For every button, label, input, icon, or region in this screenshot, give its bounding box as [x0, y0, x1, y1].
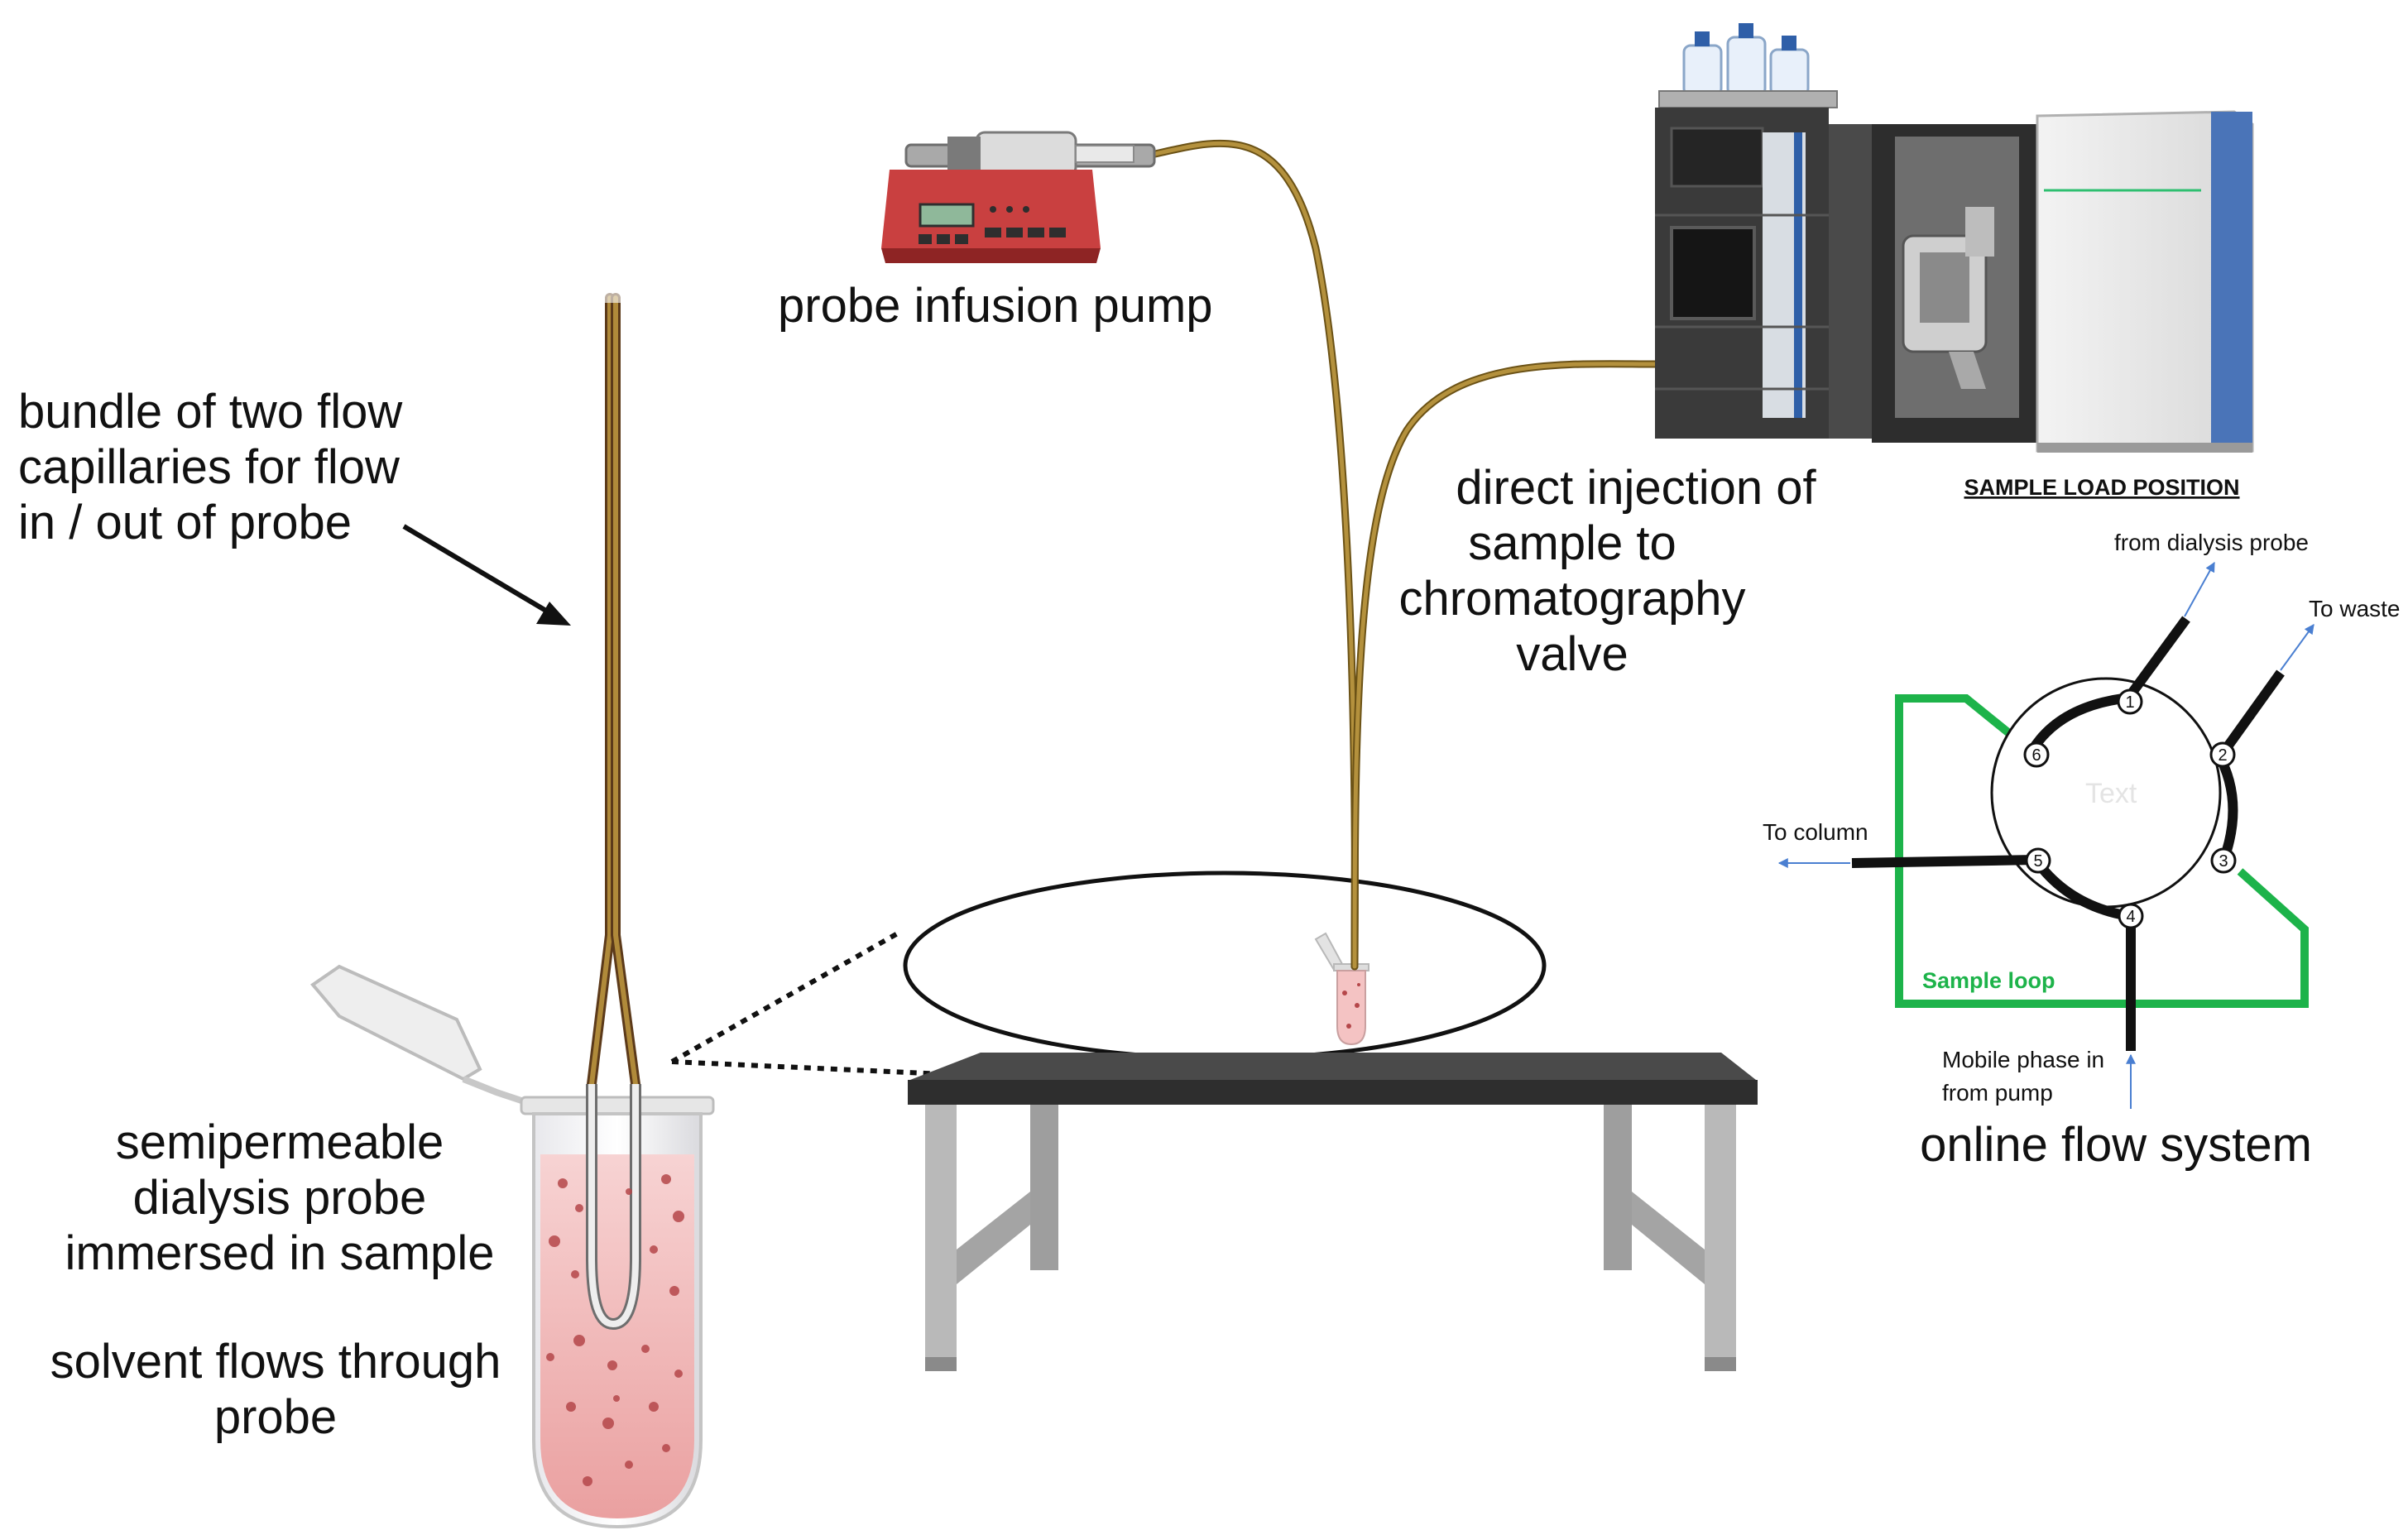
capillary-bundle: [587, 290, 640, 1089]
to-column-label: To column: [1763, 819, 1868, 845]
online-flow-system-label: online flow system: [1920, 1118, 2312, 1172]
valve-port-4: [2118, 903, 2144, 929]
sample-loop-label: Sample loop: [1922, 968, 2055, 993]
valve-port-2-label: 2: [2218, 746, 2227, 765]
injection-label-line-2: sample to: [1468, 516, 1676, 570]
pump-label: probe infusion pump: [778, 279, 1213, 333]
to-waste-label: To waste: [2309, 596, 2401, 621]
pump-tubing: [1144, 139, 1359, 971]
valve-port-3: [2210, 847, 2237, 874]
valve-port-1-label: 1: [2125, 693, 2134, 712]
valve-port-6-label: 6: [2031, 746, 2041, 765]
injection-label-line-1: direct injection of: [1456, 461, 1816, 515]
lab-table: [908, 1053, 1758, 1371]
injection-label-line-4: valve: [1516, 627, 1628, 681]
injection-tubing: [1350, 360, 1659, 971]
valve-port-5: [2025, 847, 2051, 874]
mobile-phase-label-line-1: Mobile phase in: [1942, 1047, 2104, 1072]
valve-schematic: 1 2 3 4 5 6 Text: [1777, 561, 2314, 1109]
valve-port-1: [2117, 688, 2143, 715]
zoom-callout: [670, 871, 1547, 1078]
valve-center-placeholder: Text: [2085, 778, 2137, 809]
valve-port-4-label: 4: [2126, 908, 2135, 926]
syringe-pump: [881, 131, 1156, 263]
valve-position-title: SAMPLE LOAD POSITION: [1964, 475, 2239, 500]
lc-instrument: [1655, 23, 2254, 453]
probe-label: semipermeable dialysis probe immersed in…: [65, 1115, 495, 1280]
probe-label-line-3: immersed in sample: [65, 1226, 495, 1280]
valve-port-5-label: 5: [2033, 852, 2042, 871]
sample-tube: [310, 964, 715, 1529]
injection-label-line-3: chromatography: [1398, 572, 1745, 626]
bundle-label-line-3: in / out of probe: [18, 496, 352, 549]
small-sample-tube: [1314, 932, 1369, 1046]
bundle-label-line-1: bundle of two flow: [18, 385, 403, 439]
bundle-label-line-2: capillaries for flow: [18, 440, 401, 494]
probe-label-line-1: semipermeable: [116, 1115, 444, 1169]
from-dialysis-probe-label: from dialysis probe: [2114, 530, 2309, 555]
injection-label: direct injection of sample to chromatogr…: [1398, 461, 1816, 681]
bundle-label: bundle of two flow capillaries for flow …: [18, 385, 403, 549]
valve-port-2: [2209, 741, 2236, 768]
valve-port-6: [2023, 741, 2050, 768]
solvent-label: solvent flows through probe: [50, 1335, 501, 1444]
solvent-label-line-2: probe: [214, 1390, 337, 1444]
solvent-label-line-1: solvent flows through: [50, 1335, 501, 1389]
bundle-pointer-arrow: [402, 524, 571, 626]
probe-label-line-2: dialysis probe: [133, 1171, 427, 1225]
mobile-phase-label-line-2: from pump: [1942, 1080, 2053, 1106]
valve-port-3-label: 3: [2219, 852, 2228, 871]
